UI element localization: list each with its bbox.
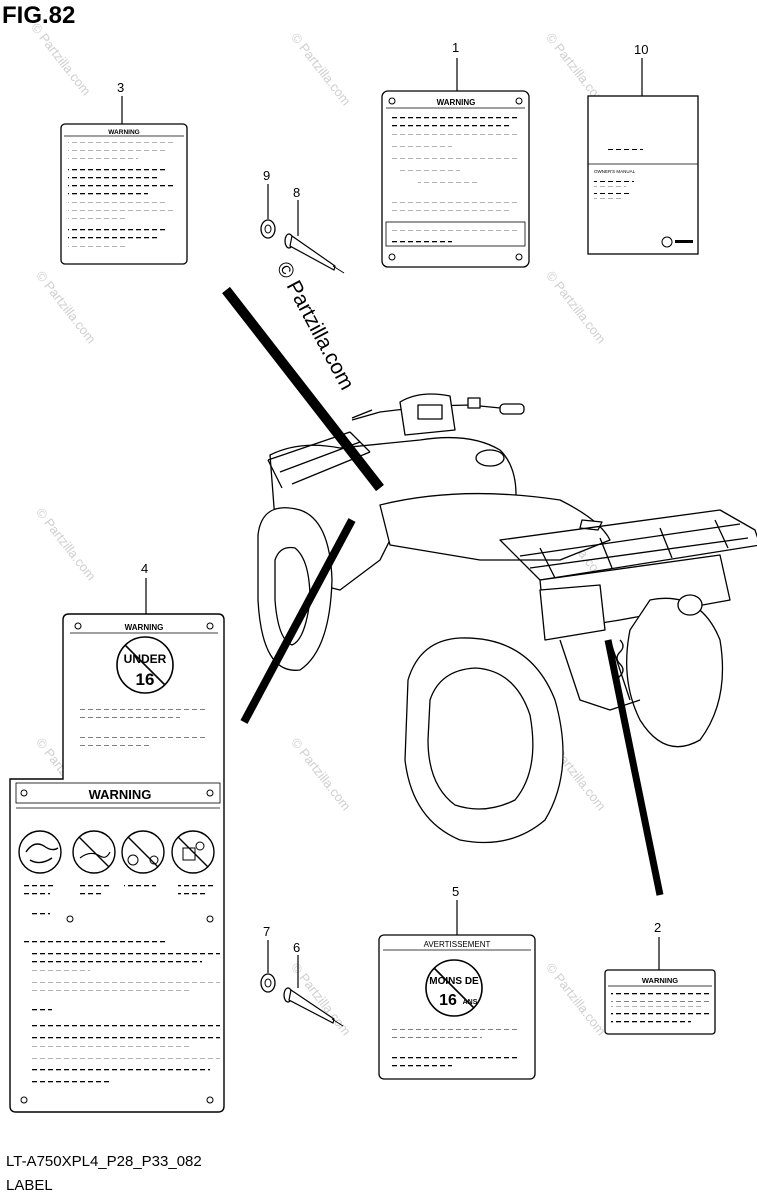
callout-6: 6 [293,940,301,955]
label-4-top-heading: WARNING [125,623,164,632]
under-16-text-line1: UNDER [124,652,167,666]
figure-name: LABEL [6,1177,53,1194]
label-2-heading: WARNING [642,976,678,985]
washer-9 [260,219,276,239]
owners-manual-booklet: OWNER'S MANUAL [587,95,699,255]
label-1-warning-decal: WARNING [381,90,530,268]
owners-manual-title: OWNER'S MANUAL [594,169,636,174]
callout-8: 8 [293,185,301,200]
callout-7: 7 [263,924,271,939]
callout-10: 10 [634,42,649,57]
label-4-warning-decal: WARNING UNDER 16 WARNING [9,613,225,1113]
label-4-main-heading: WARNING [89,787,152,802]
pointer-lines [222,286,664,896]
label-5-avertissement-decal: AVERTISSEMENT MOINS DE 16 ANS [378,934,536,1080]
label-3-heading: WARNING [108,129,139,136]
callout-5: 5 [452,884,460,899]
label-5-heading: AVERTISSEMENT [424,940,491,949]
figure-code: LT-A750XPL4_P28_P33_082 [6,1153,202,1170]
pictogram-row [18,830,215,874]
under-16-text-line2: 16 [136,670,155,689]
callout-9: 9 [263,168,271,183]
washer-7 [260,973,276,993]
callout-4: 4 [141,561,149,576]
moins-de-16-line3: ANS [463,999,478,1006]
callout-1: 1 [452,40,460,55]
label-3-warning-decal: WARNING [60,123,188,265]
moins-de-16-line2: 16 [439,992,457,1009]
leader-lines [121,58,660,988]
label-1-heading: WARNING [437,98,476,107]
callout-2: 2 [654,920,662,935]
label-2-warning-decal: WARNING [604,969,716,1035]
atv-drawing [257,393,757,844]
rivet-8 [284,233,345,274]
figure-title: FIG.82 [2,2,76,29]
callout-3: 3 [117,80,125,95]
rivet-6 [283,987,344,1027]
moins-de-16-line1: MOINS DE [429,976,479,987]
